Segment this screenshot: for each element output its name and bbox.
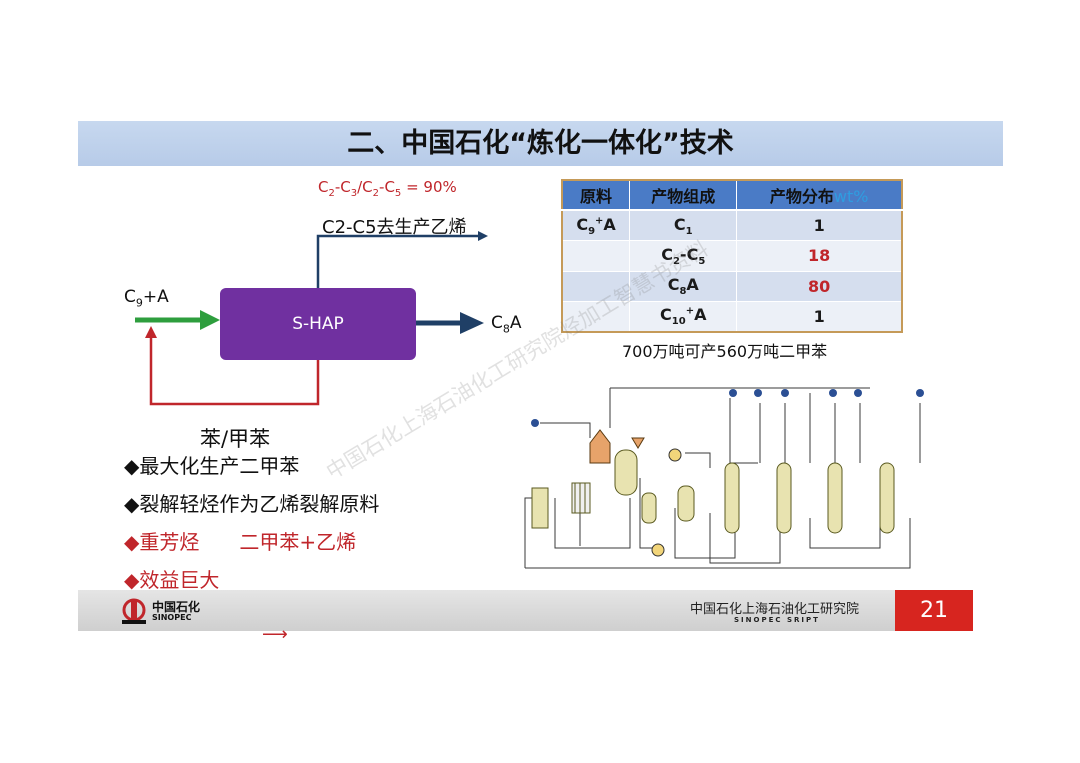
ethylene-arrow-head bbox=[478, 231, 488, 241]
logo-text-cn: 中国石化 bbox=[152, 600, 201, 614]
table-cell: 80 bbox=[736, 271, 903, 303]
product-arrow-head bbox=[460, 312, 484, 334]
table-cell: C2-C5 bbox=[629, 240, 738, 272]
table-cell: 1 bbox=[736, 301, 903, 333]
bullet-item: ◆裂解轻烃作为乙烯裂解原料 bbox=[124, 492, 380, 516]
logo-text-en: SINOPEC bbox=[152, 613, 192, 622]
bullet-item: ◆最大化生产二甲苯 bbox=[124, 454, 300, 478]
sinopec-logo-icon bbox=[122, 598, 146, 624]
footer-band bbox=[78, 590, 973, 631]
recycle-line bbox=[149, 336, 320, 406]
ethylene-feed-label: C2-C5去生产乙烯 bbox=[322, 217, 467, 238]
table-row: C10+A 1 bbox=[562, 301, 903, 333]
bullet-item: ◆效益巨大 bbox=[124, 568, 220, 592]
table-header: 原料 bbox=[562, 180, 631, 212]
capacity-note: 700万吨可产560万吨二甲苯 bbox=[622, 342, 828, 361]
page-number: 21 bbox=[895, 590, 973, 631]
institute-name-en: SINOPEC SRIPT bbox=[734, 616, 820, 624]
recycle-label: 苯/甲苯 bbox=[200, 427, 271, 451]
table-cell bbox=[562, 240, 631, 272]
selectivity-ratio: C2-C3/C2-C5 = 90% bbox=[318, 178, 457, 199]
reactor-box: S-HAP bbox=[220, 288, 416, 360]
product-label: C8A bbox=[491, 313, 522, 336]
feed-arrow-head bbox=[200, 310, 220, 330]
table-cell: 18 bbox=[736, 240, 903, 272]
table-cell bbox=[562, 271, 631, 303]
table-header: 产物组成 bbox=[629, 180, 738, 212]
table-cell: C8A bbox=[629, 271, 738, 303]
page-title: 二、中国石化“炼化一体化”技术 bbox=[347, 128, 734, 159]
next-arrow-icon[interactable]: ⟶ bbox=[262, 624, 288, 645]
table-row: C2-C5 18 bbox=[562, 240, 903, 272]
feed-label: C9+A bbox=[124, 287, 169, 310]
product-distribution-table: 原料 产物组成 产物分布wt% C9+A C1 1 C2-C5 18 C8A 8… bbox=[561, 179, 903, 333]
table-row: C8A 80 bbox=[562, 271, 903, 303]
table-cell: 1 bbox=[736, 210, 903, 242]
title-band: 二、中国石化“炼化一体化”技术 bbox=[78, 121, 1003, 166]
table-cell bbox=[562, 301, 631, 333]
recycle-arrow-head bbox=[145, 326, 157, 338]
table-cell: C9+A bbox=[562, 210, 631, 242]
table-cell: C10+A bbox=[629, 301, 738, 333]
table-header: 产物分布wt% bbox=[736, 180, 903, 212]
bullet-item: ◆重芳烃二甲苯+乙烯 bbox=[124, 530, 357, 554]
table-row: C9+A C1 1 bbox=[562, 210, 903, 242]
institute-name-cn: 中国石化上海石油化工研究院 bbox=[690, 602, 860, 617]
process-flow-diagram bbox=[524, 387, 924, 569]
table-cell: C1 bbox=[629, 210, 738, 242]
ethylene-line bbox=[316, 234, 478, 288]
